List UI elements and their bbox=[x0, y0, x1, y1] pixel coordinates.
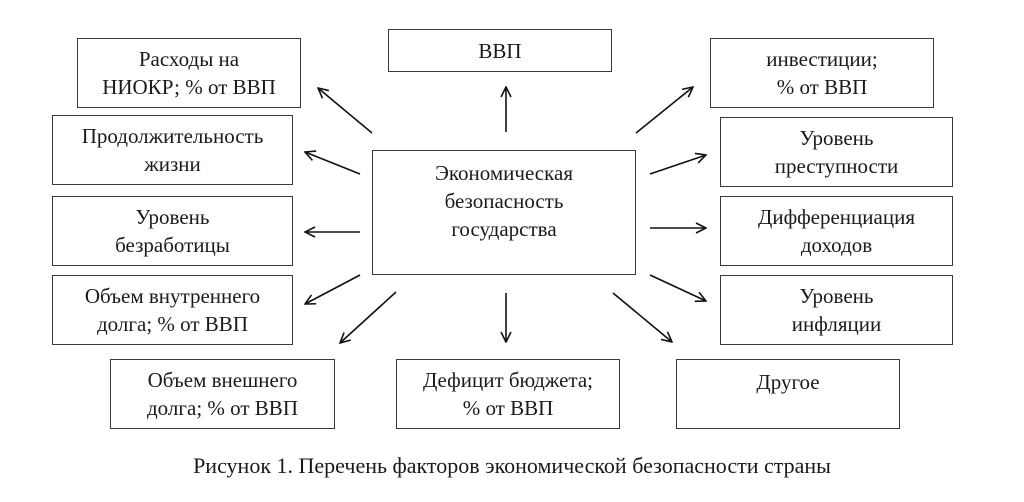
factor-investment: инвестиции; % от ВВП bbox=[710, 38, 934, 108]
node-label-line: Дифференциация bbox=[758, 205, 915, 229]
node-label-line: % от ВВП bbox=[776, 75, 868, 99]
arrow-to-other bbox=[612, 292, 672, 342]
arrow-to-inflation bbox=[649, 274, 706, 301]
factor-other: Другое bbox=[676, 359, 900, 429]
factor-life-expectancy: Продолжительность жизни bbox=[52, 115, 293, 185]
factor-crime: Уровень преступности bbox=[720, 117, 953, 187]
factor-domestic-debt: Объем внутреннего долга; % от ВВП bbox=[52, 275, 293, 345]
arrow-to-investment bbox=[635, 87, 693, 134]
arrow-to-rnd bbox=[318, 88, 373, 134]
node-label-line: Объем внутреннего bbox=[84, 284, 261, 308]
node-label-line: Другое bbox=[756, 370, 820, 394]
factor-external-debt: Объем внешнего долга; % от ВВП bbox=[110, 359, 335, 429]
node-label-line: НИОКР; % от ВВП bbox=[102, 75, 276, 99]
node-label-line: преступности bbox=[774, 154, 899, 178]
node-label-line: Дефицит бюджета; bbox=[422, 368, 594, 392]
node-label-line: Уровень bbox=[799, 284, 874, 308]
node-label-line: безработицы bbox=[115, 233, 230, 257]
factor-inflation: Уровень инфляции bbox=[720, 275, 953, 345]
arrow-to-domestic-debt bbox=[305, 274, 361, 304]
node-label-line: безопасность bbox=[444, 189, 564, 213]
node-label-line: жизни bbox=[144, 152, 201, 176]
node-label-line: ВВП bbox=[478, 38, 522, 63]
factor-income-differentiation: Дифференциация доходов bbox=[720, 196, 953, 266]
node-label-line: Продолжительность bbox=[81, 124, 264, 148]
node-label-line: инвестиции; bbox=[766, 47, 878, 71]
node-label-line: % от ВВП bbox=[462, 396, 554, 420]
arrow-to-crime bbox=[649, 155, 706, 175]
node-label-line: долга; % от ВВП bbox=[147, 396, 298, 420]
factor-gdp: ВВП bbox=[388, 29, 612, 72]
center-node: Экономическая безопасность государства bbox=[372, 150, 636, 275]
node-label-line: государства bbox=[451, 217, 557, 241]
factor-unemployment: Уровень безработицы bbox=[52, 196, 293, 266]
factor-budget-deficit: Дефицит бюджета; % от ВВП bbox=[396, 359, 620, 429]
node-label-line: Экономическая bbox=[435, 161, 573, 185]
node-label-line: Расходы на bbox=[138, 47, 240, 71]
node-label-line: Объем внешнего bbox=[147, 368, 298, 392]
node-label-line: долга; % от ВВП bbox=[97, 312, 248, 336]
node-label-line: Уровень bbox=[135, 205, 210, 229]
arrow-to-external-debt bbox=[340, 291, 397, 343]
figure-caption: Рисунок 1. Перечень факторов экономическ… bbox=[193, 453, 831, 478]
node-label-line: инфляции bbox=[791, 312, 882, 336]
factor-rnd: Расходы на НИОКР; % от ВВП bbox=[77, 38, 301, 108]
arrow-to-life bbox=[305, 152, 361, 175]
node-label-line: Уровень bbox=[799, 126, 874, 150]
node-label-line: доходов bbox=[800, 233, 873, 257]
